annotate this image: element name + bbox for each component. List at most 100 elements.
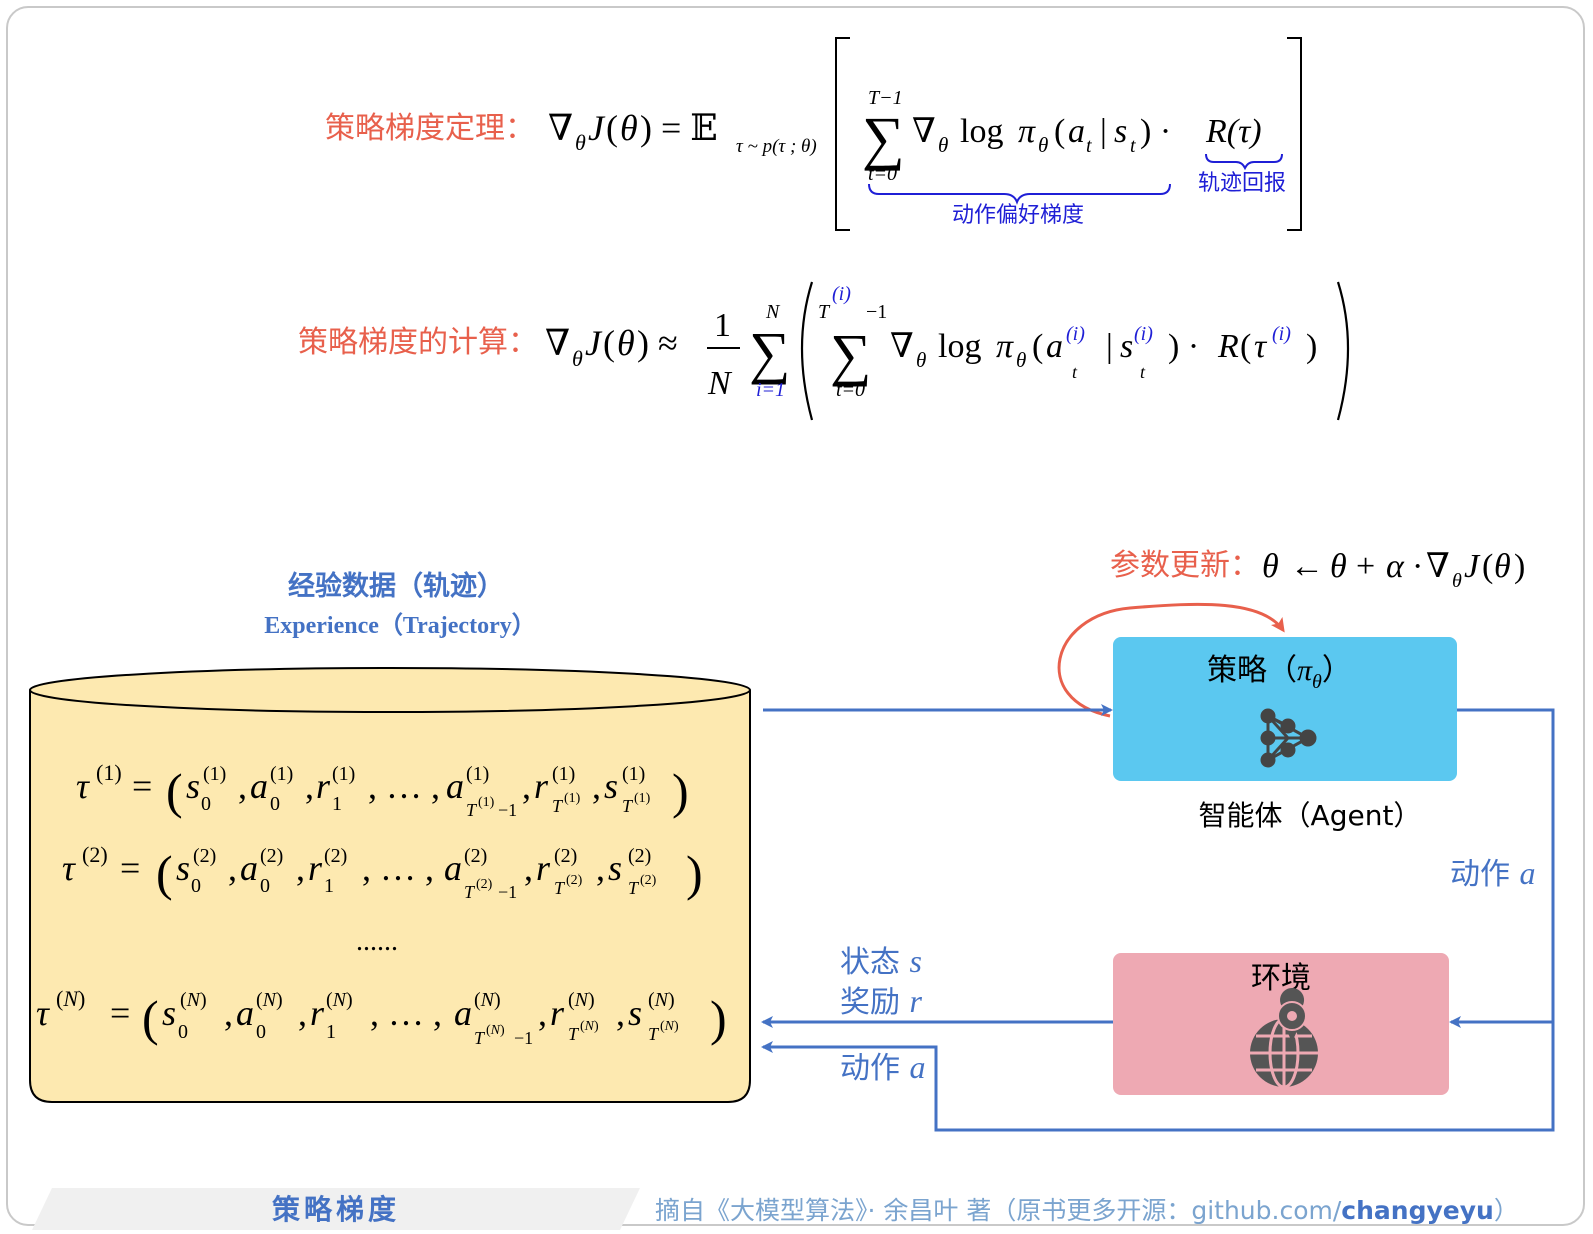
svg-text:θ: θ [1016, 348, 1026, 372]
svg-text:τ ~ p(τ ; θ): τ ~ p(τ ; θ) [736, 136, 817, 157]
action-underbrace [868, 183, 1171, 205]
svg-text:∇: ∇ [545, 323, 570, 363]
svg-text:log: log [938, 328, 981, 365]
svg-text:a: a [444, 848, 462, 888]
svg-text:(2): (2) [640, 873, 657, 888]
action-left-label: 动作 a [840, 1049, 926, 1086]
svg-text:,: , [616, 993, 625, 1033]
globe-pin-icon [1250, 988, 1318, 1089]
svg-text:(: ( [156, 845, 173, 901]
inner-upper-T: T [818, 301, 831, 323]
footer-source: 摘自《大模型算法》· 余昌叶 著（原书更多开源：github.com/chang… [655, 1196, 1519, 1225]
svg-text:(2): (2) [476, 877, 493, 892]
frac-num: 1 [714, 307, 731, 344]
svg-text:|: | [1106, 328, 1113, 365]
svg-text:T: T [466, 800, 478, 820]
svg-text:θ: θ [916, 348, 926, 372]
svg-text:(1): (1) [564, 791, 581, 806]
svg-text:0: 0 [260, 875, 270, 897]
frac-den: N [707, 365, 733, 402]
inner-upper-minus: −1 [866, 301, 887, 323]
svg-text:,: , [524, 848, 533, 888]
svg-text:(: ( [1482, 548, 1493, 585]
svg-text:,: , [592, 766, 601, 806]
svg-text:,: , [538, 993, 547, 1033]
svg-text:∇: ∇ [548, 108, 573, 148]
flow-arrows [761, 704, 1555, 1132]
svg-text:,: , [296, 848, 305, 888]
svg-text:(N): (N) [660, 1019, 679, 1034]
parameter-update: 参数更新： θ ← θ + α · ∇ θ J ( θ ) [1057, 548, 1525, 718]
svg-text:(i): (i) [1134, 323, 1153, 345]
svg-text:a: a [240, 848, 258, 888]
svg-text:1: 1 [326, 1021, 336, 1043]
trajectory-row-n: τ(N) = ( s(N)0 , a(N)0 , r(N)1 , … , a(N… [36, 986, 727, 1048]
reward-underbrace [1205, 153, 1283, 171]
svg-text:τ: τ [62, 848, 76, 888]
svg-text:a: a [1068, 113, 1085, 150]
svg-text:t: t [1140, 362, 1146, 382]
theorem-reward: R(τ) [1205, 113, 1262, 150]
svg-text:(: ( [166, 763, 183, 819]
svg-text:) ≈: ) ≈ [637, 323, 678, 363]
svg-text:T: T [648, 1024, 660, 1044]
svg-text:∇: ∇ [1426, 548, 1450, 585]
svg-text:,: , [224, 993, 233, 1033]
svg-text:θ: θ [1452, 570, 1462, 592]
svg-text:): ) [710, 990, 727, 1046]
svg-text:θ: θ [1038, 133, 1048, 157]
svg-text:(2): (2) [324, 845, 347, 867]
svg-text:) ·: ) · [1140, 113, 1171, 150]
svg-text:J: J [588, 108, 606, 148]
svg-text:(: ( [606, 108, 618, 148]
svg-text:θ: θ [572, 346, 583, 371]
svg-text:∑: ∑ [862, 105, 905, 171]
svg-text:0: 0 [178, 1021, 188, 1043]
svg-text:(N): (N) [568, 989, 595, 1011]
svg-text:(N): (N) [474, 989, 501, 1011]
trajectory-row-2: τ(2) = ( s(2)0 , a(2)0 , r(2)1 , … , a(2… [62, 842, 703, 902]
svg-text:): ) [672, 763, 689, 819]
action-right-label: 动作 a [1450, 855, 1536, 892]
svg-text:): ) [1306, 328, 1317, 365]
svg-text:(2): (2) [82, 842, 108, 867]
agent-to-environment-arrow [1449, 708, 1555, 1028]
svg-text:(N): (N) [648, 989, 675, 1011]
svg-text:θ: θ [1330, 548, 1347, 585]
svg-text:∑: ∑ [830, 322, 871, 387]
svg-text:r: r [534, 766, 549, 806]
svg-text:(N): (N) [56, 986, 85, 1011]
svg-text:1: 1 [324, 875, 334, 897]
svg-text:θ: θ [575, 130, 586, 155]
svg-text:(: ( [142, 990, 159, 1046]
svg-text:t: t [1086, 135, 1092, 157]
svg-text:1: 1 [332, 793, 342, 815]
svg-text:0: 0 [256, 1021, 266, 1043]
footer: 策略梯度 摘自《大模型算法》· 余昌叶 著（原书更多开源：github.com/… [32, 1188, 1519, 1230]
svg-text:a: a [250, 766, 268, 806]
svg-text:θ: θ [1494, 548, 1511, 585]
svg-text:s: s [1120, 328, 1133, 365]
svg-text:(N): (N) [486, 1023, 505, 1038]
svg-text:t: t [1130, 135, 1136, 157]
computation-formula: 策略梯度的计算： ∇ θ J ( θ ) ≈ 1 N N ∑ i=1 T (i)… [298, 281, 1350, 421]
svg-text:s: s [608, 848, 622, 888]
svg-text:(2): (2) [260, 845, 283, 867]
svg-text:a: a [446, 766, 464, 806]
svg-text:(N): (N) [180, 989, 207, 1011]
footer-source-handle: changyeyu [1341, 1196, 1494, 1225]
svg-text:T: T [554, 878, 566, 898]
svg-text:a: a [454, 993, 472, 1033]
footer-title: 策略梯度 [272, 1193, 400, 1226]
svg-text:, … ,: , … , [362, 848, 434, 888]
svg-text:←: ← [1290, 548, 1324, 585]
svg-text:τ: τ [1254, 328, 1268, 365]
svg-text:(1): (1) [270, 763, 293, 785]
svg-text:+: + [1356, 548, 1375, 585]
svg-text:) = 𝔼: ) = 𝔼 [640, 108, 718, 148]
svg-text:r: r [550, 993, 565, 1033]
svg-text:(i): (i) [1272, 323, 1291, 345]
cylinder-body [29, 690, 751, 1103]
svg-text:log: log [960, 113, 1003, 150]
svg-text:s: s [162, 993, 176, 1033]
